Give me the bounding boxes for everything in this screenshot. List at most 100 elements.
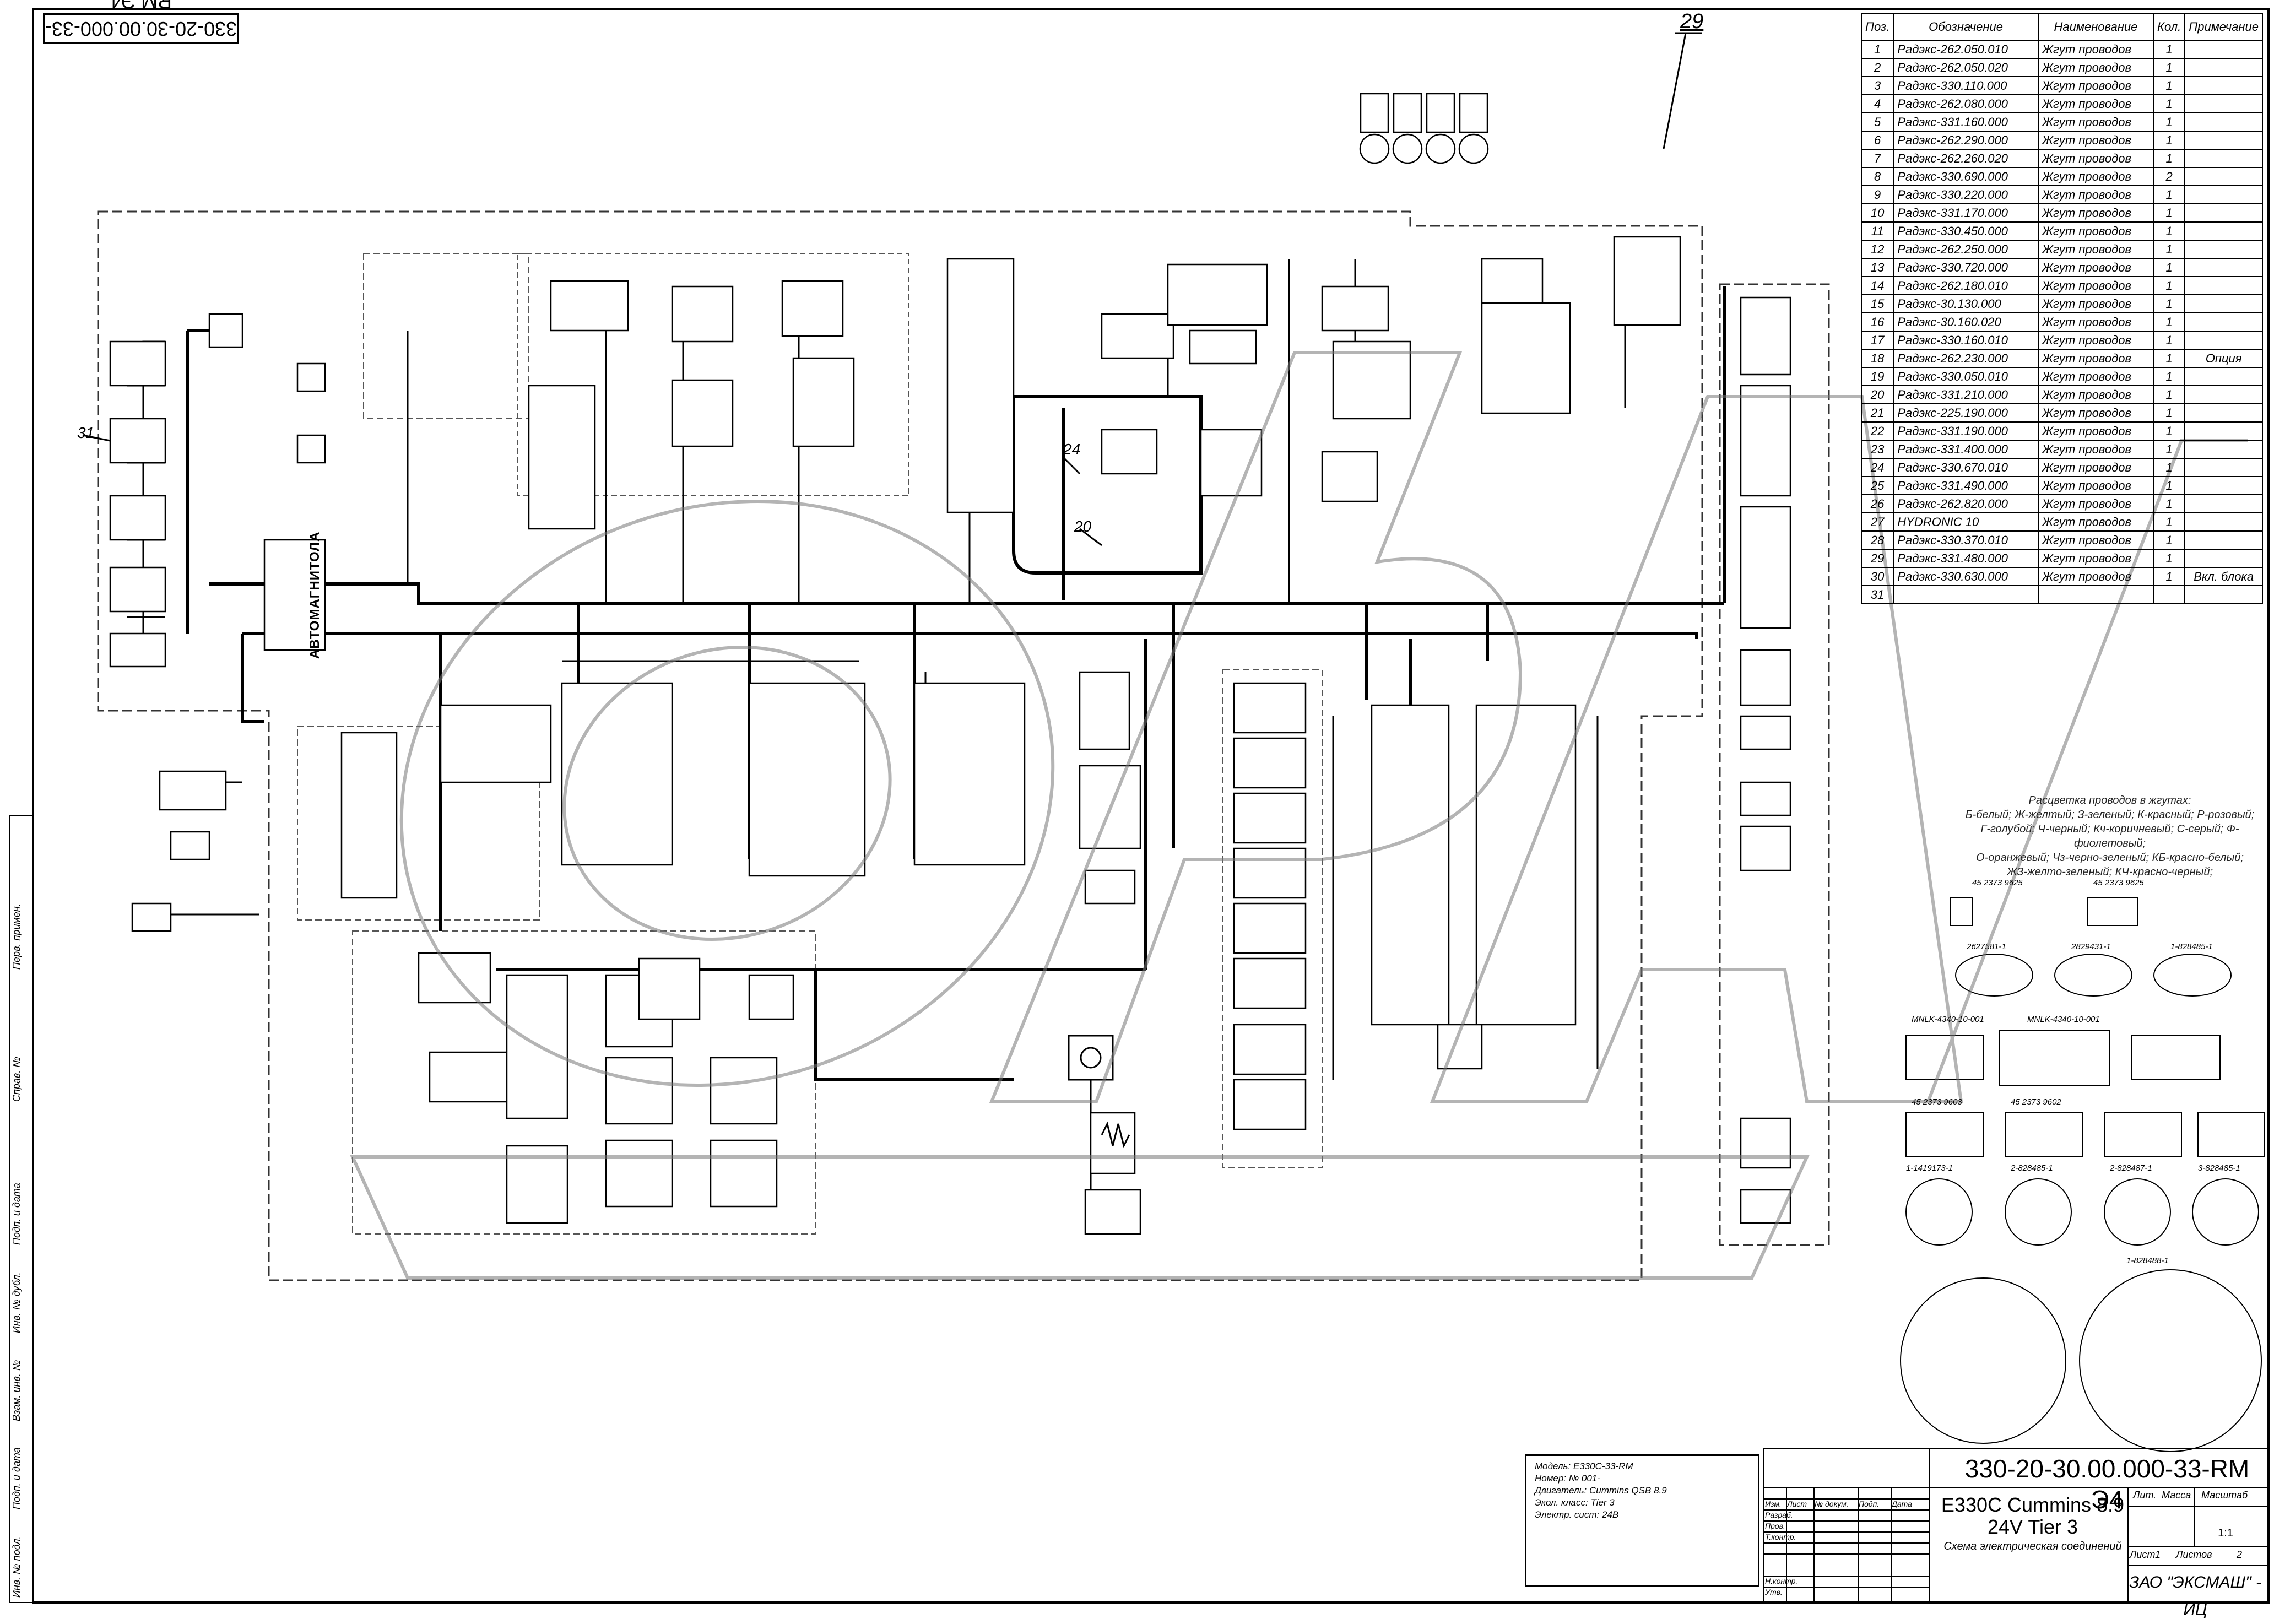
row-name: Жгут проводов bbox=[2037, 149, 2154, 168]
row-name: Жгут проводов bbox=[2037, 403, 2154, 423]
row-qty: 1 bbox=[2153, 240, 2186, 259]
connector-label: 3-828485-1 bbox=[2198, 1163, 2240, 1173]
row-qty: 1 bbox=[2153, 203, 2186, 223]
row-note bbox=[2184, 40, 2263, 59]
row-note bbox=[2184, 476, 2263, 495]
row-pos: 8 bbox=[1860, 167, 1894, 186]
row-pos: 6 bbox=[1860, 131, 1894, 150]
row-pos: 28 bbox=[1860, 530, 1894, 550]
row-designation: Радэкс-331.210.000 bbox=[1893, 385, 2039, 404]
col-designation: Обозначение bbox=[1893, 13, 2039, 41]
sheet-number-marker: 29 bbox=[1680, 10, 1704, 33]
tb-label-sheet: Лист bbox=[2130, 1549, 2156, 1560]
row-pos: 3 bbox=[1860, 76, 1894, 95]
row-note: Вкл. блока bbox=[2184, 567, 2263, 586]
row-name: Жгут проводов bbox=[2037, 476, 2154, 495]
row-pos: 10 bbox=[1860, 203, 1894, 223]
connector-label: 1-828485-1 bbox=[2170, 942, 2213, 951]
row-name: Жгут проводов bbox=[2037, 258, 2154, 277]
row-name: Жгут проводов bbox=[2037, 203, 2154, 223]
col-pos: Поз. bbox=[1860, 13, 1894, 41]
col-note: Примечание bbox=[2184, 13, 2263, 41]
row-qty: 1 bbox=[2153, 312, 2186, 332]
tb-label-date: Дата bbox=[1892, 1500, 1912, 1508]
row-note bbox=[2184, 494, 2263, 513]
connector-label: MNLK-4340-10-001 bbox=[1912, 1015, 1984, 1024]
row-qty: 1 bbox=[2153, 294, 2186, 313]
row-note bbox=[2184, 94, 2263, 113]
row-note bbox=[2184, 367, 2263, 386]
row-designation: Радэкс-262.260.020 bbox=[1893, 149, 2039, 168]
title-block-name: E330C Cummins 8.9 24V Tier 3 bbox=[1928, 1494, 2137, 1538]
row-pos: 30 bbox=[1860, 567, 1894, 586]
row-name: Жгут проводов bbox=[2037, 512, 2154, 532]
tb-label-mass: Масса bbox=[2162, 1490, 2191, 1501]
row-qty: 2 bbox=[2153, 167, 2186, 186]
model-line: Экол. класс: Tier 3 bbox=[1535, 1497, 1615, 1508]
row-name: Жгут проводов bbox=[2037, 567, 2154, 586]
row-pos: 31 bbox=[1860, 585, 1894, 604]
row-qty: 1 bbox=[2153, 149, 2186, 168]
row-qty: 1 bbox=[2153, 40, 2186, 59]
title-block-grid bbox=[1764, 1449, 2267, 1602]
row-note bbox=[2184, 458, 2263, 477]
title-block-code: 330-20-30.00.000-33-RM Э4 bbox=[1964, 1454, 2250, 1514]
row-qty: 1 bbox=[2153, 567, 2186, 586]
connector-label: 2-828485-1 bbox=[2011, 1163, 2053, 1173]
row-qty: 1 bbox=[2153, 58, 2186, 77]
row-designation: Радэкс-262.820.000 bbox=[1893, 494, 2039, 513]
row-pos: 26 bbox=[1860, 494, 1894, 513]
row-qty: 1 bbox=[2153, 112, 2186, 132]
row-designation: Радэкс-330.110.000 bbox=[1893, 76, 2039, 95]
row-name: Жгут проводов bbox=[2037, 276, 2154, 295]
row-pos: 14 bbox=[1860, 276, 1894, 295]
row-name bbox=[2037, 585, 2154, 604]
title-block bbox=[1763, 1448, 2268, 1604]
row-note bbox=[2184, 421, 2263, 441]
row-note bbox=[2184, 385, 2263, 404]
row-name: Жгут проводов bbox=[2037, 458, 2154, 477]
row-qty: 1 bbox=[2153, 549, 2186, 568]
row-designation: Радэкс-331.160.000 bbox=[1893, 112, 2039, 132]
tb-label-lit: Лит. bbox=[2133, 1490, 2157, 1501]
tb-label-check: Пров. bbox=[1765, 1522, 1785, 1530]
title-block-company: ЗАО "ЭКСМАШ" - ИЦ bbox=[2129, 1573, 2262, 1619]
connector-label: 2829431-1 bbox=[2071, 942, 2111, 951]
row-pos: 21 bbox=[1860, 403, 1894, 423]
tb-label-doc: № докум. bbox=[1815, 1500, 1849, 1508]
row-designation: Радэкс-331.400.000 bbox=[1893, 440, 2039, 459]
row-pos: 17 bbox=[1860, 331, 1894, 350]
row-designation: HYDRONIC 10 bbox=[1893, 512, 2039, 532]
row-pos: 2 bbox=[1860, 58, 1894, 77]
row-pos: 23 bbox=[1860, 440, 1894, 459]
model-line: Модель: E330C-33-RM bbox=[1535, 1461, 1633, 1471]
connector-label: 45 2373 9603 bbox=[1912, 1097, 1962, 1107]
row-designation: Радэкс-262.180.010 bbox=[1893, 276, 2039, 295]
row-pos: 16 bbox=[1860, 312, 1894, 332]
row-qty: 1 bbox=[2153, 76, 2186, 95]
side-stamp: Взам. инв. № bbox=[11, 1360, 22, 1421]
row-note bbox=[2184, 331, 2263, 350]
row-name: Жгут проводов bbox=[2037, 440, 2154, 459]
tb-label-list: Лист bbox=[1787, 1500, 1807, 1508]
row-designation: Радэкс-331.490.000 bbox=[1893, 476, 2039, 495]
row-designation: Радэкс-331.480.000 bbox=[1893, 549, 2039, 568]
col-qty: Кол. bbox=[2153, 13, 2186, 41]
row-name: Жгут проводов bbox=[2037, 294, 2154, 313]
tb-label-approve: Утв. bbox=[1765, 1588, 1783, 1596]
row-qty: 1 bbox=[2153, 494, 2186, 513]
row-qty: 1 bbox=[2153, 221, 2186, 241]
row-designation: Радэкс-225.190.000 bbox=[1893, 403, 2039, 423]
